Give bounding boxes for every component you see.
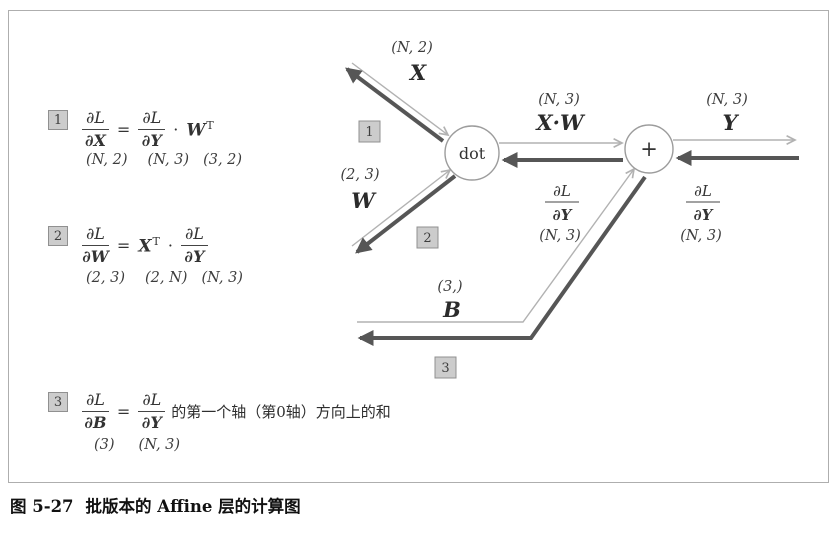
caption-figure-number: 图 5-27 (10, 497, 74, 516)
figure-caption: 图 5-27 批版本的 Affine 层的计算图 (10, 493, 301, 517)
frac-numerator: ∂L (82, 390, 109, 412)
caption-title: 批版本的 Affine 层的计算图 (85, 497, 301, 516)
formula-2-number-badge: 2 (48, 226, 68, 246)
dot-operator: · (167, 236, 173, 255)
frac-dl-dy: ∂L ∂Y (180, 224, 208, 267)
frac-denominator: ∂W (82, 247, 109, 266)
x-var: X (138, 236, 152, 257)
frac-dl-dx: ∂L ∂X (82, 108, 109, 151)
shape-label: (N, 2) (86, 152, 128, 168)
shape-label: (3) (94, 437, 115, 453)
frac-numerator: ∂L (82, 108, 109, 130)
axis-sum-description: 的第一个轴（第0轴）方向上的和 (171, 403, 391, 421)
shape-label: (N, 3) (201, 270, 243, 286)
frac-numerator: ∂L (82, 224, 109, 246)
shape-label: (N, 3) (147, 152, 190, 168)
formula-2: 2 ∂L ∂W = XT · ∂L ∂Y (48, 224, 208, 267)
w-var: W (186, 120, 206, 141)
frac-dl-dw: ∂L ∂W (82, 224, 109, 267)
formula-3: 3 ∂L ∂B = ∂L ∂Y 的第一个轴（第0轴）方向上的和 (48, 390, 391, 433)
shape-label: (2, N) (144, 270, 188, 286)
formula-1-number-badge: 1 (48, 110, 68, 130)
frac-denominator: ∂X (84, 131, 106, 150)
shape-label: (3, 2) (203, 152, 243, 168)
equals-sign: = (116, 402, 131, 421)
transpose-sup: T (152, 234, 160, 248)
formula-3-number-badge: 3 (48, 392, 68, 412)
frac-denominator: ∂Y (141, 413, 162, 432)
frac-dl-db: ∂L ∂B (82, 390, 109, 433)
equals-sign: = (116, 236, 131, 255)
x-transpose: XT (138, 235, 160, 257)
w-transpose: WT (186, 119, 213, 141)
frac-denominator: ∂Y (184, 247, 205, 266)
formula-3-shapes: (3) (N, 3) (94, 437, 180, 453)
shape-label: (2, 3) (86, 270, 125, 286)
frac-denominator: ∂B (84, 413, 107, 432)
frac-numerator: ∂L (180, 224, 208, 246)
transpose-sup: T (206, 118, 214, 132)
frac-denominator: ∂Y (141, 131, 162, 150)
dot-operator: · (173, 120, 179, 139)
frac-dl-dy: ∂L ∂Y (138, 108, 166, 151)
frac-dl-dy: ∂L ∂Y (138, 390, 166, 433)
equals-sign: = (116, 120, 131, 139)
frac-numerator: ∂L (138, 108, 166, 130)
frac-numerator: ∂L (138, 390, 166, 412)
formula-1-shapes: (N, 2) (N, 3) (3, 2) (86, 152, 242, 168)
shape-label: (N, 3) (138, 437, 181, 453)
formula-1: 1 ∂L ∂X = ∂L ∂Y · WT (48, 108, 214, 151)
formula-2-shapes: (2, 3) (2, N) (N, 3) (86, 270, 243, 286)
